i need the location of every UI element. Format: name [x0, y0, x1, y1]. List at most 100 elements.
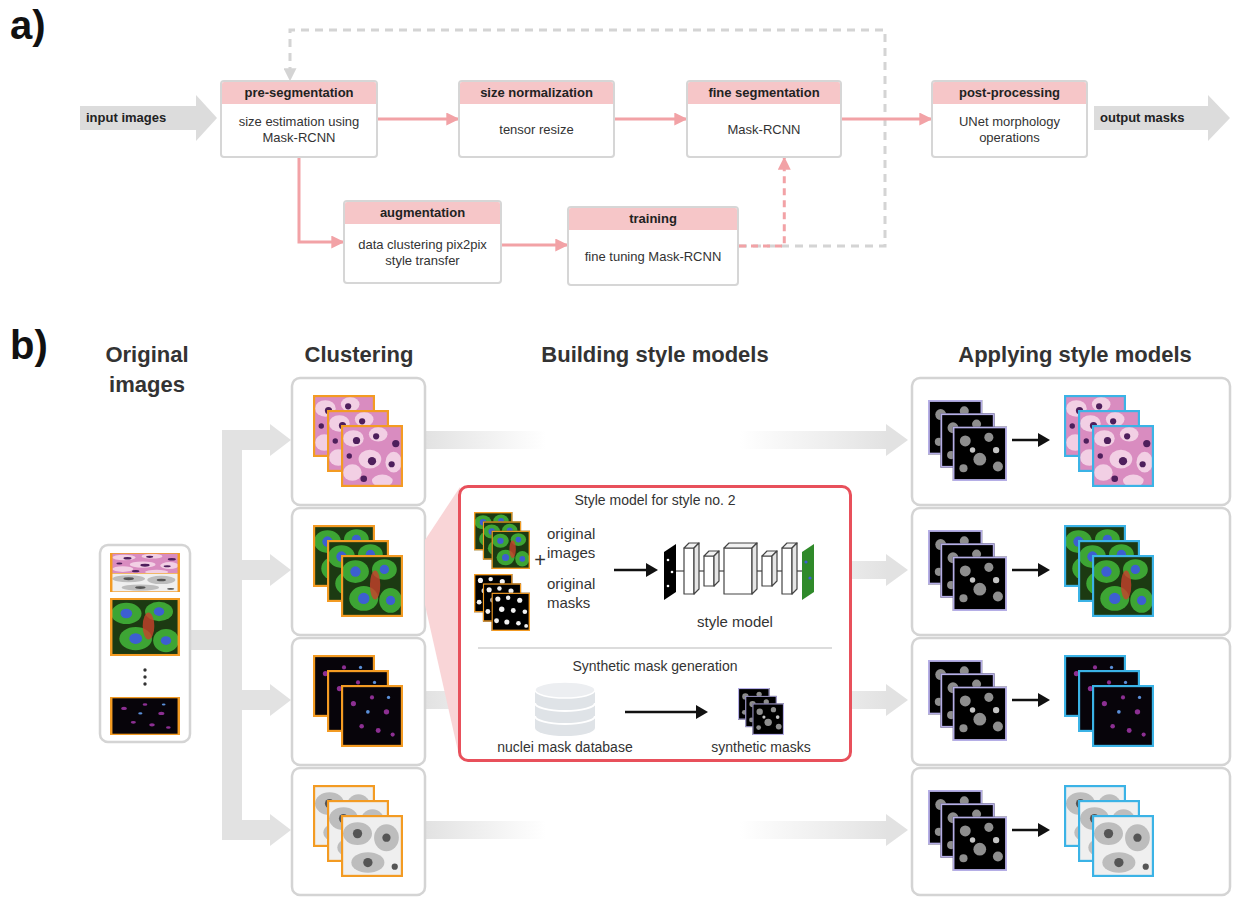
stack-label: original masks: [547, 574, 609, 612]
style-model-figure: [802, 544, 814, 600]
image-panel: [110, 573, 180, 592]
apply-panel: [912, 768, 1230, 895]
branch-arrow: [270, 554, 291, 586]
column-heading: Applying style models: [922, 340, 1228, 370]
flow-band: [886, 684, 908, 716]
step-title: fine segmentation: [688, 82, 840, 104]
apply-panel: [1038, 823, 1050, 837]
step-detail: tensor resize: [460, 104, 613, 156]
style-model-figure: [782, 543, 797, 548]
io-arrow: [1094, 95, 1230, 141]
flow-band: [886, 424, 908, 846]
branch-arrow: [270, 684, 291, 716]
style-model-figure: [738, 688, 784, 735]
arrow-label: input images: [86, 110, 166, 126]
apply-panel: [928, 790, 1007, 871]
image-panel: [143, 668, 146, 671]
style-model-figure: [808, 576, 811, 579]
cluster-panel: [292, 508, 425, 635]
style-model-figure: [782, 548, 792, 594]
process-box: augmentationdata clustering pix2pix styl…: [343, 200, 502, 284]
column-heading: Original images: [85, 340, 209, 400]
column-heading: Building style models: [505, 340, 805, 370]
style-model-box: Style model for style no. 2original imag…: [458, 485, 852, 762]
branch-arrow: [232, 570, 272, 700]
style-model-figure: [762, 556, 772, 586]
apply-panel: [912, 638, 1230, 765]
step-detail: fine tuning Mask-RCNN: [569, 230, 737, 284]
process-box: fine segmentationMask-RCNN: [686, 80, 842, 158]
cluster-panel: [292, 378, 425, 505]
flow-band: [425, 821, 888, 839]
flow-band: [425, 424, 908, 846]
apply-panel: [1012, 829, 1040, 832]
image-panel: [143, 682, 146, 685]
io-arrow: [80, 95, 217, 141]
apply-panel: [1038, 563, 1050, 577]
cluster-panel: [292, 378, 425, 895]
style-model-figure: [792, 543, 797, 594]
apply-panel: [1038, 693, 1050, 707]
style-model-figure: [719, 570, 724, 571]
image-panel: [100, 545, 190, 742]
flow-band: [425, 431, 888, 449]
plus-sign: +: [533, 550, 547, 570]
apply-panel: [1064, 525, 1154, 617]
style-model-figure: [797, 570, 802, 571]
style-model-figure: [671, 571, 674, 574]
style-model-figure: [772, 551, 777, 586]
apply-panel: [1012, 440, 1040, 830]
zoom-wedge: [425, 487, 460, 760]
style-model-figure: [667, 559, 670, 562]
flow-band: [886, 554, 908, 586]
style-model-figure: [696, 705, 708, 719]
step-title: size normalization: [460, 82, 613, 104]
apply-panel: [912, 378, 1230, 895]
style-model-figure: [664, 544, 676, 600]
image-panel: [143, 668, 146, 685]
style-model-figure: [625, 711, 698, 714]
style-model-figure: [752, 543, 757, 594]
image-panel: [143, 675, 146, 678]
style-model-figure: [535, 703, 595, 711]
stack-label: synthetic masks: [701, 739, 821, 756]
branch-arrow: [270, 814, 291, 846]
style-model-figure: [724, 548, 752, 594]
style-model-figure: [684, 543, 699, 548]
style-model-figure: [757, 570, 762, 571]
image-panel: [110, 553, 180, 574]
apply-panel: [1012, 569, 1040, 572]
panel-label: b): [10, 322, 48, 368]
branch-arrow: [188, 440, 272, 830]
style-model-figure: [474, 512, 832, 736]
apply-panel: [1064, 655, 1154, 747]
style-model-figure: [704, 556, 714, 586]
apply-panel: [1038, 433, 1050, 447]
apply-panel: [1012, 699, 1040, 702]
style-model-figure: [714, 551, 719, 586]
process-box: post-processingUNet morphology operation…: [931, 80, 1088, 158]
branch-arrow: [270, 424, 291, 846]
apply-panel: [1012, 439, 1040, 442]
style-model-figure: [694, 543, 699, 594]
flow-band: [886, 424, 908, 456]
stack-label: original images: [547, 524, 609, 562]
image-panel: [100, 545, 190, 742]
process-box: pre-segmentationsize estimation using Ma…: [220, 80, 378, 158]
style-model-figure: [699, 570, 704, 571]
style-model-figure: [804, 560, 807, 563]
process-box: size normalizationtensor resize: [458, 80, 615, 158]
step-detail: data clustering pix2pix style transfer: [345, 224, 500, 282]
section-title: Synthetic mask generation: [461, 658, 849, 675]
step-detail: UNet morphology operations: [933, 104, 1086, 156]
step-detail: size estimation using Mask-RCNN: [222, 104, 376, 156]
branch-arrow: [188, 630, 232, 650]
apply-panel: [1038, 433, 1050, 837]
flow-band: [425, 691, 888, 709]
cluster-panel: [313, 395, 403, 487]
cluster-panel: [292, 768, 425, 895]
flow-band: [425, 440, 888, 830]
branch-arrow: [232, 440, 272, 830]
style-model-figure: [478, 647, 832, 649]
